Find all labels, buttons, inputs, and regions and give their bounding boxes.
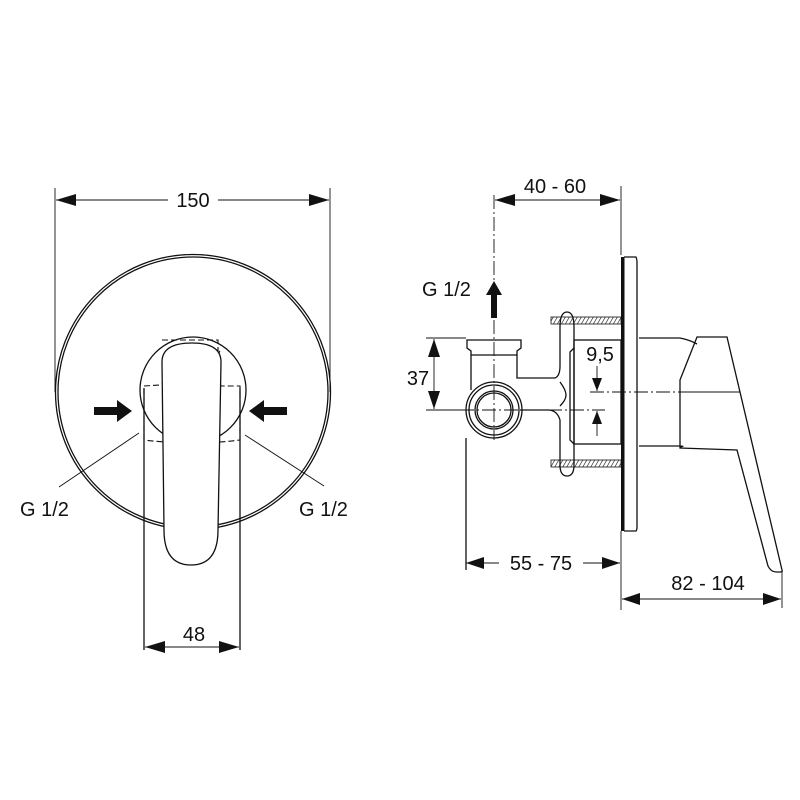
side-view: 40 - 60 G 1/2 [407,176,783,610]
dimension-40-60: 40 - 60 [495,176,622,255]
dimension-label: 82 - 104 [671,573,744,595]
outlet-arrow-up-icon [486,281,502,318]
arrowhead-icon [495,194,515,206]
inlet-left-label: G 1/2 [20,499,69,521]
cartridge-outline [162,339,219,355]
arrowhead-icon [592,411,602,424]
wall-plate-edge [621,257,625,531]
arrowhead-icon [428,391,440,409]
arrowhead-icon [466,557,484,569]
arrowhead-icon [602,557,620,569]
wall-plate [624,256,638,532]
arrowhead-icon [592,378,602,391]
lever-side-profile [639,336,783,573]
arrowhead-icon [219,641,239,653]
dimension-label: 9,5 [586,344,614,366]
dimension-label: 150 [176,190,209,212]
mounting-rail [550,459,622,468]
dimension-55-75: 55 - 75 [466,531,622,610]
mounting-rail [550,316,622,325]
inlet-arrow-left-icon [94,400,132,422]
dimension-9-5: 9,5 [586,344,614,436]
lever [161,342,222,566]
dimension-150: 150 [56,190,329,212]
dimension-label: 55 - 75 [510,553,572,575]
dimension-48: 48 [145,624,239,653]
leader-line [58,432,140,488]
dimension-82-104: 82 - 104 [622,570,783,608]
dimension-label: 48 [183,624,205,646]
outlet-label: G 1/2 [422,279,471,301]
dimension-label: 40 - 60 [524,176,586,198]
arrowhead-icon [763,593,781,605]
arrowhead-icon [145,641,165,653]
arrowhead-icon [56,194,76,206]
leader-line [244,434,325,487]
front-view: 150 G 1/2 G 1/2 [20,188,348,653]
arrowhead-icon [600,194,620,206]
dimension-37: 37 [407,337,466,411]
inlet-arrow-right-icon [249,400,287,422]
arrowhead-icon [428,339,440,357]
inlet-right-label: G 1/2 [299,499,348,521]
arrowhead-icon [622,593,640,605]
arrowhead-icon [309,194,329,206]
dimension-label: 37 [407,368,429,390]
